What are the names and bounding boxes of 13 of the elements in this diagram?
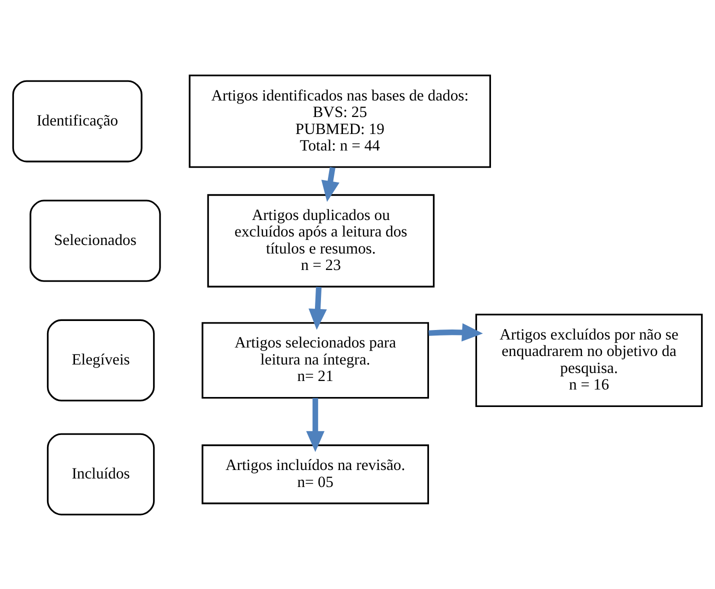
node-box: Incluídos [46, 432, 155, 515]
node-box: Artigos incluídos na revisão. n= 05 [202, 444, 429, 504]
node-box: Elegíveis [46, 318, 155, 401]
node-box: Artigos identificados nas bases de dados: BVS: 25 PUBMED: 19 Total: n = 44 [188, 74, 491, 168]
arrow [306, 398, 324, 452]
arrow [308, 286, 327, 330]
node-box: Artigos duplicados ou excluídos após a leitura dos títulos e resumos. n = 23 [207, 194, 435, 287]
arrow [321, 166, 340, 202]
node-box: Artigos excluídos por não se enquadrarem no objetivo da pesquisa. n = 16 [475, 313, 703, 406]
arrow [428, 322, 483, 342]
node-box: Identificação [12, 80, 142, 162]
node-box: Selecionados [30, 199, 161, 282]
node-box: Artigos selecionados para leitura na íntegra. n= 21 [202, 322, 429, 398]
